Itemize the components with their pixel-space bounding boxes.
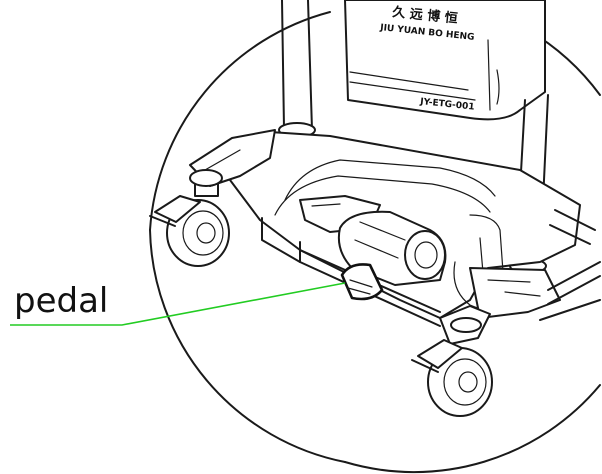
front-right-caster <box>411 305 493 417</box>
pedal-lever <box>340 263 384 301</box>
pedal-label: pedal <box>14 281 108 321</box>
left-caster <box>149 129 276 267</box>
pedal-callout: pedal <box>10 281 346 326</box>
brand-chinese: 久 远 博 恒 <box>392 4 459 27</box>
device-housing: 久 远 博 恒 JIU YUAN BO HENG JY-ETG-001 <box>344 0 546 121</box>
pedal-leader-line <box>10 282 346 326</box>
pedal-mechanism <box>299 195 447 301</box>
